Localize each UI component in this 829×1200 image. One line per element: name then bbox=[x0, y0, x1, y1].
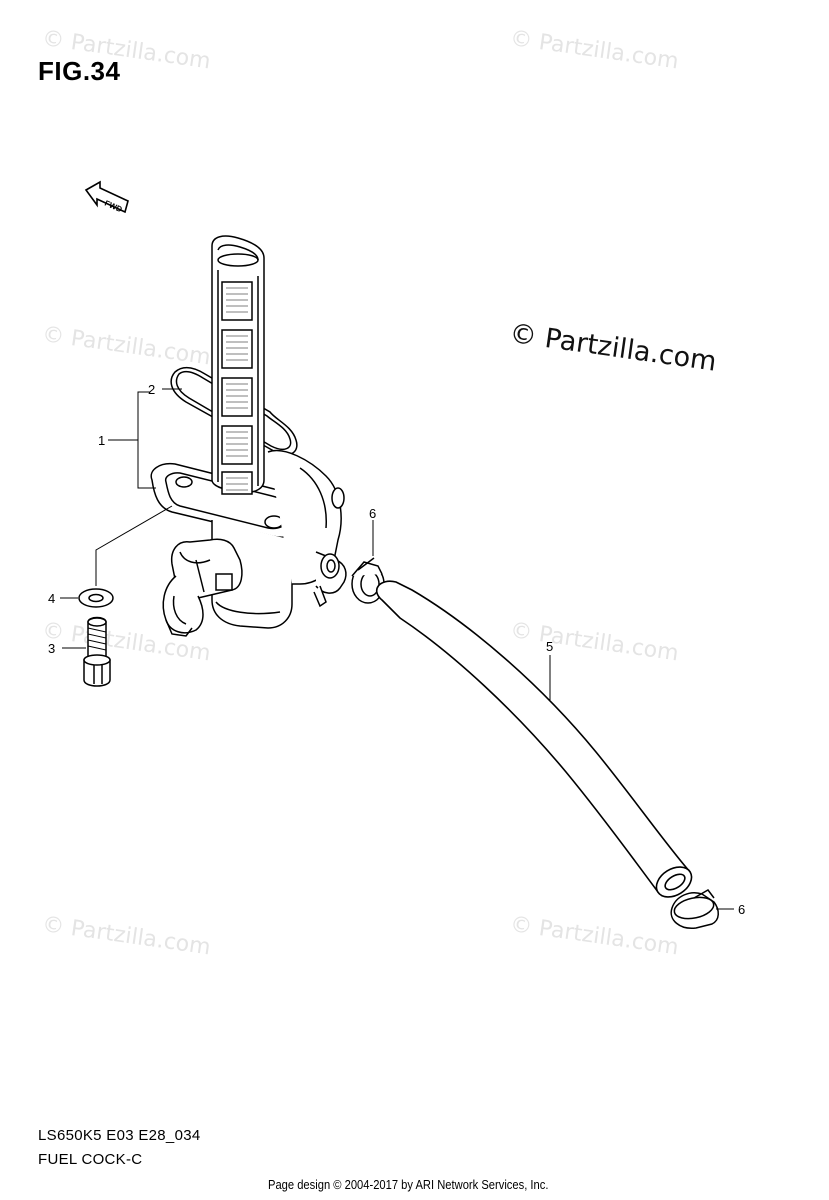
callout-1: 1 bbox=[98, 433, 105, 448]
fwd-arrow-icon: FWD bbox=[84, 180, 129, 214]
fuel-hose bbox=[376, 580, 693, 898]
callout-6-lower: 6 bbox=[738, 902, 745, 917]
bolt bbox=[83, 616, 111, 687]
o-ring-gasket bbox=[170, 367, 298, 456]
callout-5: 5 bbox=[546, 639, 553, 654]
figure-caption: FUEL COCK-C bbox=[38, 1151, 143, 1168]
hose-clip-lower bbox=[670, 889, 719, 929]
model-code: LS650K5 E03 E28_034 bbox=[38, 1127, 201, 1144]
footer-copyright: Page design © 2004-2017 by ARI Network S… bbox=[268, 1177, 549, 1192]
hose-clip-upper bbox=[351, 557, 385, 604]
callout-2: 2 bbox=[148, 382, 155, 397]
callout-leaders bbox=[60, 388, 734, 910]
callout-4: 4 bbox=[48, 591, 55, 606]
callout-3: 3 bbox=[48, 641, 55, 656]
figure-title: FIG.34 bbox=[38, 56, 121, 86]
callout-6-upper: 6 bbox=[369, 506, 376, 521]
washer bbox=[78, 588, 114, 608]
fuel-cock-assembly bbox=[150, 235, 347, 637]
